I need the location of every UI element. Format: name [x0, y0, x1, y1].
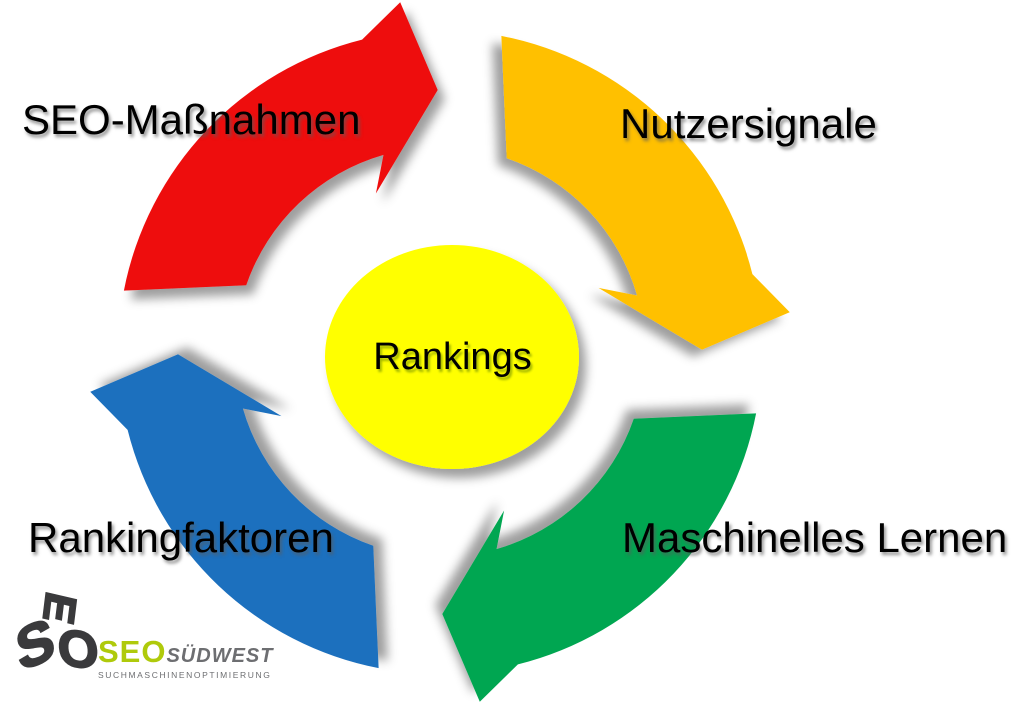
- label-rankingfaktoren: Rankingfaktoren: [28, 514, 334, 561]
- label-seo-massnahmen: SEO-Maßnahmen: [22, 96, 361, 143]
- logo-tagline: SUCHMASCHINENOPTIMIERUNG: [98, 670, 272, 680]
- cycle-arrow-nutzersignale: [501, 35, 790, 350]
- center-ellipse: [325, 245, 579, 469]
- cycle-arrow-seo-massnahmen: [123, 2, 438, 291]
- cycle-arrow-maschinelles-lernen: [442, 413, 757, 702]
- center-label: Rankings: [373, 335, 532, 378]
- logo-brand-primary: SEO: [98, 634, 167, 669]
- label-maschinelles-lernen: Maschinelles Lernen: [622, 514, 1008, 561]
- label-nutzersignale: Nutzersignale: [620, 100, 877, 147]
- logo-cube-letter-right: O: [55, 619, 102, 682]
- logo-brand-secondary: SÜDWEST: [166, 645, 274, 667]
- cycle-arrow-rankingfaktoren: [90, 354, 379, 669]
- logo-cube-mark: E S O: [10, 587, 104, 706]
